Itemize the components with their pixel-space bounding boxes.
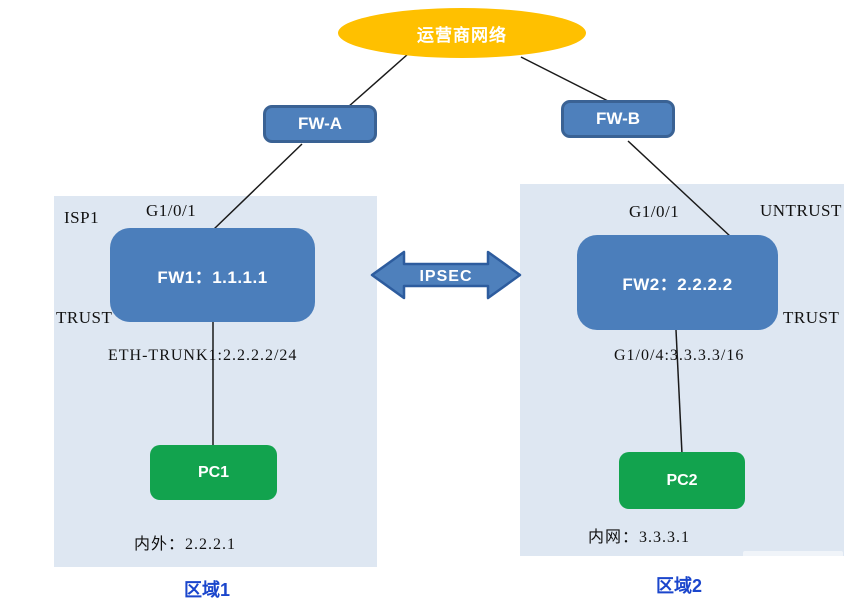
pc2-label: PC2 [666,471,698,489]
trust-right-label: TRUST [783,308,840,327]
trust-left-label: TRUST [56,308,113,327]
fw1-wan-interface-label: G1/0/1 [146,201,197,220]
fw2-lan-interface-label: G1/0/4:3.3.3.3/16 [614,347,745,364]
fw2-wan-interface-label: G1/0/1 [629,202,680,221]
untrust-label: UNTRUST [760,201,842,220]
carrier-network-cloud: 运营商网络 [338,8,586,58]
firewall-fw-b: FW-B [561,100,675,138]
zone1-caption: 区域1 [184,580,231,599]
ipsec-label: IPSEC [419,268,472,285]
pc1-node: PC1 [150,445,277,500]
pc1-label: PC1 [197,463,230,481]
watermark [743,551,843,563]
isp1-label: ISP1 [64,208,100,227]
firewall-fw2: FW2：2.2.2.2 [577,235,778,330]
fw1-lan-interface-label: ETH-TRUNK1:2.2.2.2/24 [108,347,298,364]
ipsec-tunnel-arrow: IPSEC [370,250,522,300]
firewall-fw-a: FW-A [263,105,377,143]
carrier-network-label: 运营商网络 [417,25,507,45]
pc2-node: PC2 [619,452,745,509]
pc1-ip-label: 内外：2.2.2.1 [134,536,237,553]
fw2-label: FW2：2.2.2.2 [622,275,733,294]
fw-a-label: FW-A [297,114,343,133]
fw1-label: FW1：1.1.1.1 [157,267,268,287]
pc2-ip-label: 内网：3.3.3.1 [588,529,691,546]
fw-b-label: FW-B [595,109,641,128]
firewall-fw1: FW1：1.1.1.1 [110,228,315,322]
zone2-caption: 区域2 [656,576,703,596]
